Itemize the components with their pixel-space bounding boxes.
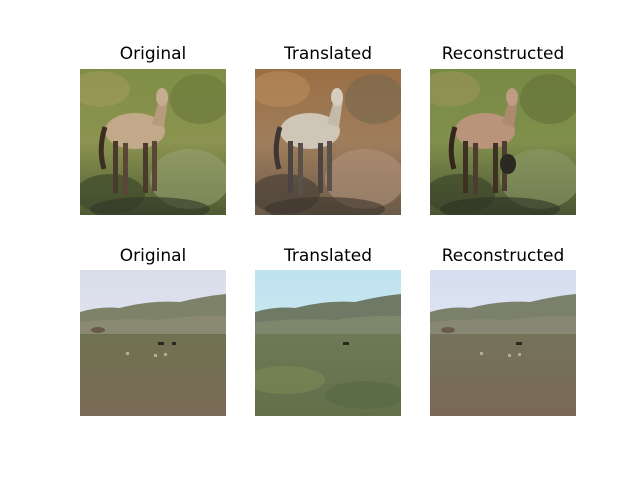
image-landscape-reconstructed bbox=[430, 270, 576, 416]
image-landscape-original bbox=[80, 270, 226, 416]
panel-title-r2-original: Original bbox=[119, 246, 187, 266]
panel-title-r1-original: Original bbox=[119, 44, 187, 64]
panel-title-r1-translated: Translated bbox=[284, 44, 372, 64]
image-horse-original bbox=[80, 69, 226, 215]
panel-title-r2-translated: Translated bbox=[284, 246, 372, 266]
image-horse-translated bbox=[255, 69, 401, 215]
image-horse-reconstructed bbox=[430, 69, 576, 215]
image-landscape-translated bbox=[255, 270, 401, 416]
panel-title-r1-reconstructed: Reconstructed bbox=[441, 44, 565, 64]
panel-title-r2-reconstructed: Reconstructed bbox=[441, 246, 565, 266]
